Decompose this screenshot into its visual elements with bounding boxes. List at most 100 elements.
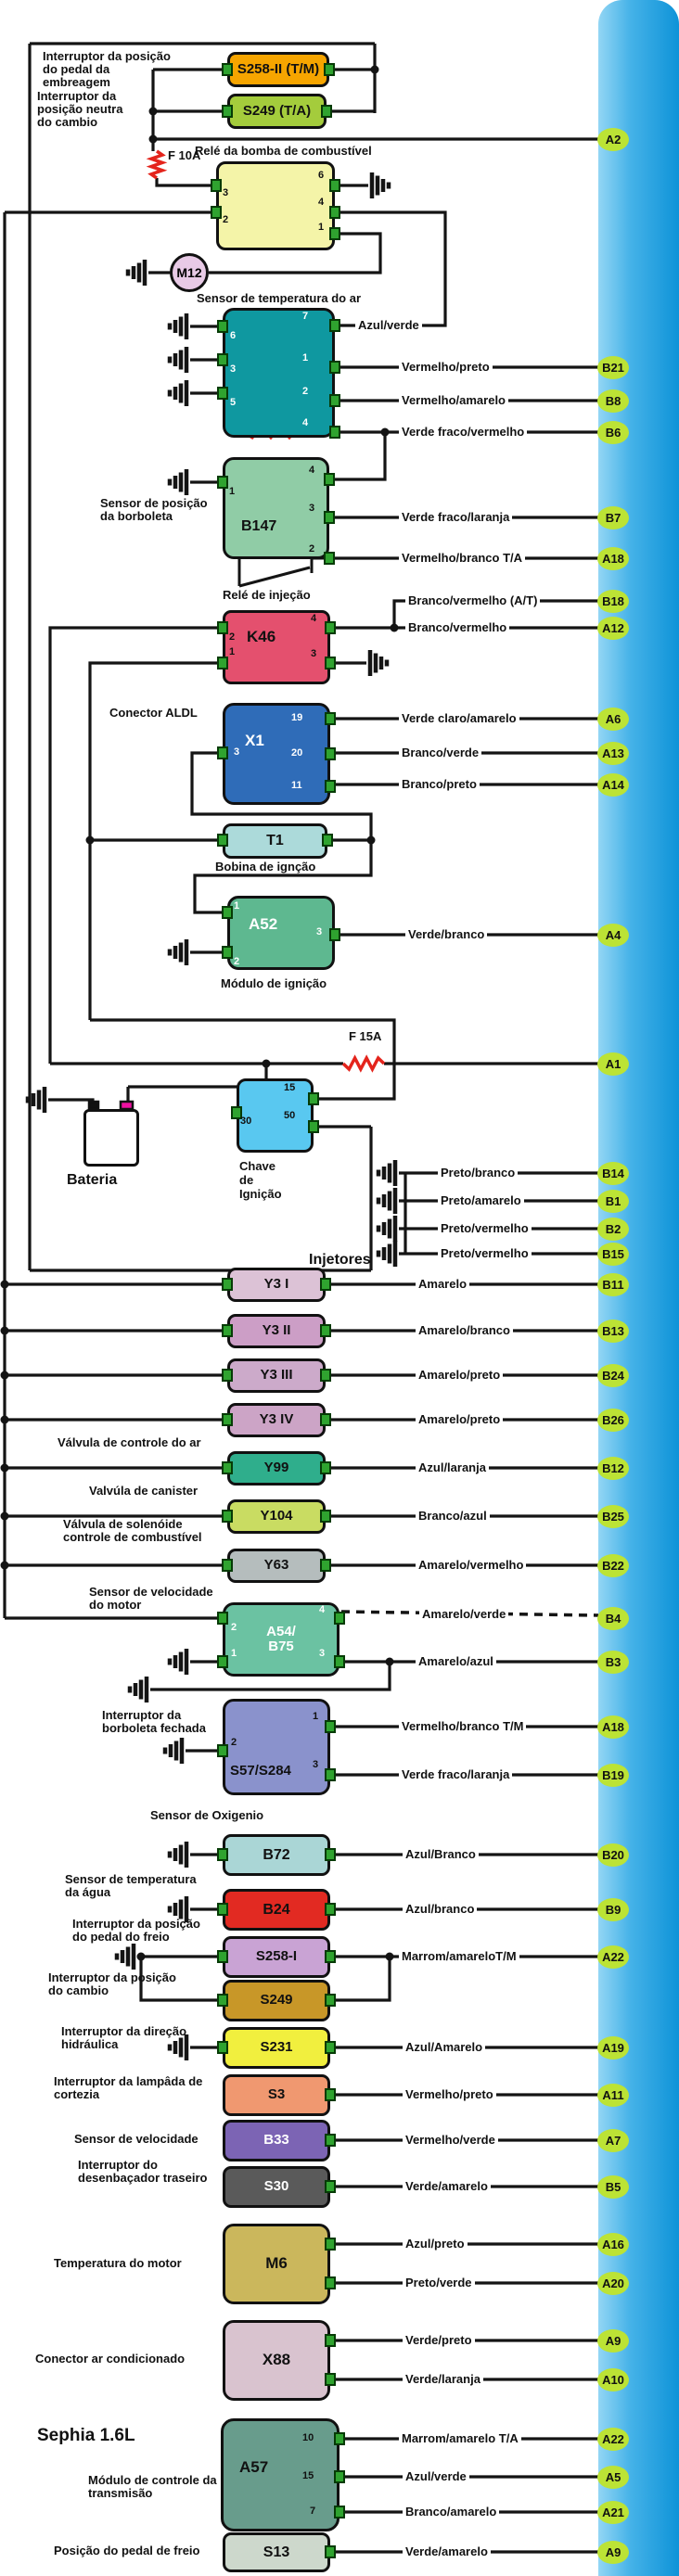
pin-b24-0 xyxy=(217,1903,228,1916)
pin-rele-bomba-6 xyxy=(329,179,340,192)
terminal-A7-33: A7 xyxy=(597,2128,629,2152)
pin-number-b147-2: 2 xyxy=(309,543,315,555)
pin-a52-1 xyxy=(222,906,233,919)
wire-18 xyxy=(209,232,382,274)
pin-number-x1-19: 19 xyxy=(291,712,303,723)
component-b147 xyxy=(223,457,329,559)
pin-x1-3 xyxy=(217,746,228,759)
pin-s249-ta-1 xyxy=(321,105,332,118)
component-k46-label: K46 xyxy=(247,628,276,645)
pin-x1-11 xyxy=(325,780,336,793)
wire-46 xyxy=(90,1018,396,1101)
junction-dot-20 xyxy=(385,1657,394,1666)
pin-a57-7 xyxy=(334,2506,345,2519)
component-s231: S231 xyxy=(223,2027,330,2069)
junction-dot-8 xyxy=(262,1059,271,1068)
terminal-B9-29: B9 xyxy=(597,1897,629,1921)
pin-sensor-temp-ar-1 xyxy=(329,361,340,374)
pin-number-sensor-temp-ar-4: 4 xyxy=(302,417,309,428)
pin-number-rele-bomba-3: 3 xyxy=(223,187,229,198)
label-sensor-borboleta: Sensor de posição da borboleta xyxy=(100,496,208,523)
wire-label-16: Amarelo xyxy=(416,1277,470,1292)
junction-dot-5 xyxy=(390,623,399,632)
wire-label-0: Azul/verde xyxy=(355,318,422,333)
pin-chave-ignicao-50 xyxy=(308,1120,319,1133)
component-y3-i-label: Y3 I xyxy=(263,1276,289,1293)
pin-y3-iv-0 xyxy=(222,1413,233,1426)
terminal-B24-19: B24 xyxy=(597,1363,629,1387)
wire-label-4: Verde fraco/laranja xyxy=(399,510,513,525)
pin-a54-b75-1 xyxy=(217,1655,228,1668)
component-x1-label: X1 xyxy=(245,732,264,749)
pin-a52-2 xyxy=(222,946,233,959)
component-a54-b75-label: A54/ xyxy=(266,1623,296,1639)
component-detail-rect-4 xyxy=(119,1100,135,1111)
title-sephia: Sephia 1.6L xyxy=(37,2426,135,2445)
pin-t1-1 xyxy=(322,834,333,847)
component-s13-label: S13 xyxy=(263,2544,290,2560)
label-sensor-temp-ar: Sensor de temperatura do ar xyxy=(197,291,361,305)
pin-number-chave-ignicao-30: 30 xyxy=(240,1116,252,1127)
wire-label-24: Amarelo/azul xyxy=(416,1654,496,1669)
component-y3-iv-label: Y3 IV xyxy=(259,1411,294,1428)
pin-s13-0 xyxy=(325,2545,336,2558)
terminal-B3-25: B3 xyxy=(597,1650,629,1674)
pin-a54-b75-2 xyxy=(217,1612,228,1625)
wire-43 xyxy=(193,840,373,914)
terminal-B21-1: B21 xyxy=(597,355,629,379)
junction-dot-22 xyxy=(385,1952,394,1961)
wire-label-33: Verde/amarelo xyxy=(403,2179,491,2194)
junction-dot-2 xyxy=(370,65,379,74)
terminal-A16-35: A16 xyxy=(597,2232,629,2256)
junction-dot-21 xyxy=(136,1952,146,1961)
junction-dot-7 xyxy=(366,835,376,845)
pin-y3-iii-1 xyxy=(320,1369,331,1382)
pin-number-x1-20: 20 xyxy=(291,747,303,759)
pin-s57-s284-1 xyxy=(325,1720,336,1733)
component-y99-label: Y99 xyxy=(263,1460,289,1476)
pin-number-rele-bomba-4: 4 xyxy=(318,197,325,208)
component-y3-i: Y3 I xyxy=(227,1268,326,1302)
wire-label-22: Amarelo/vermelho xyxy=(416,1558,527,1573)
component-s249-label: S249 xyxy=(260,1992,293,2009)
component-y99: Y99 xyxy=(227,1451,326,1486)
junction-dot-6 xyxy=(85,835,95,845)
pin-number-k46-1: 1 xyxy=(229,646,236,657)
pin-y3-ii-1 xyxy=(320,1324,331,1337)
pin-t1-0 xyxy=(217,834,228,847)
pin-s57-s284-3 xyxy=(325,1768,336,1781)
pin-number-b147-4: 4 xyxy=(309,465,315,476)
component-s258-i: S258-I xyxy=(223,1936,330,1978)
pin-number-x1-3: 3 xyxy=(234,746,240,758)
wire-label-11: Verde/branco xyxy=(405,927,488,942)
terminal-B7-4: B7 xyxy=(597,505,629,529)
pin-rele-bomba-2 xyxy=(211,206,222,219)
label-bobina-ignicao: Bobina de ignção xyxy=(215,860,316,874)
pin-number-rele-bomba-6: 6 xyxy=(318,170,325,181)
wire-label-36: Verde/preto xyxy=(403,2333,475,2348)
pin-k46-4 xyxy=(325,621,336,634)
wire-label-25: Vermelho/branco T/M xyxy=(399,1719,527,1734)
wire-label-7: Branco/vermelho xyxy=(405,620,510,635)
pin-x1-19 xyxy=(325,712,336,725)
wire-label-41: Verde/amarelo xyxy=(403,2544,491,2559)
label-rele-bomba: Relé da bomba de combustível xyxy=(195,144,372,158)
label-bateria: Bateria xyxy=(67,1172,118,1188)
pin-y3-i-1 xyxy=(320,1278,331,1291)
terminal-B1-14: B1 xyxy=(597,1189,629,1213)
pin-s231-1 xyxy=(325,2041,336,2054)
component-sensor-temp-ar xyxy=(223,308,335,438)
component-s231-label: S231 xyxy=(260,2039,293,2056)
pin-a57-15 xyxy=(334,2470,345,2483)
pin-chave-ignicao-30 xyxy=(231,1106,242,1119)
wire-label-35: Preto/verde xyxy=(403,2276,475,2290)
terminal-A2-0: A2 xyxy=(597,127,629,151)
label-interruptor-embreagem: Interruptor da posição do pedal da embre… xyxy=(43,49,171,89)
pin-chave-ignicao-15 xyxy=(308,1092,319,1105)
fuse-icon-0 xyxy=(146,149,168,180)
pin-number-x1-11: 11 xyxy=(291,780,302,791)
pin-number-a52-3: 3 xyxy=(316,926,323,937)
wire-label-32: Vermelho/verde xyxy=(403,2133,498,2148)
wire-12 xyxy=(155,178,211,187)
